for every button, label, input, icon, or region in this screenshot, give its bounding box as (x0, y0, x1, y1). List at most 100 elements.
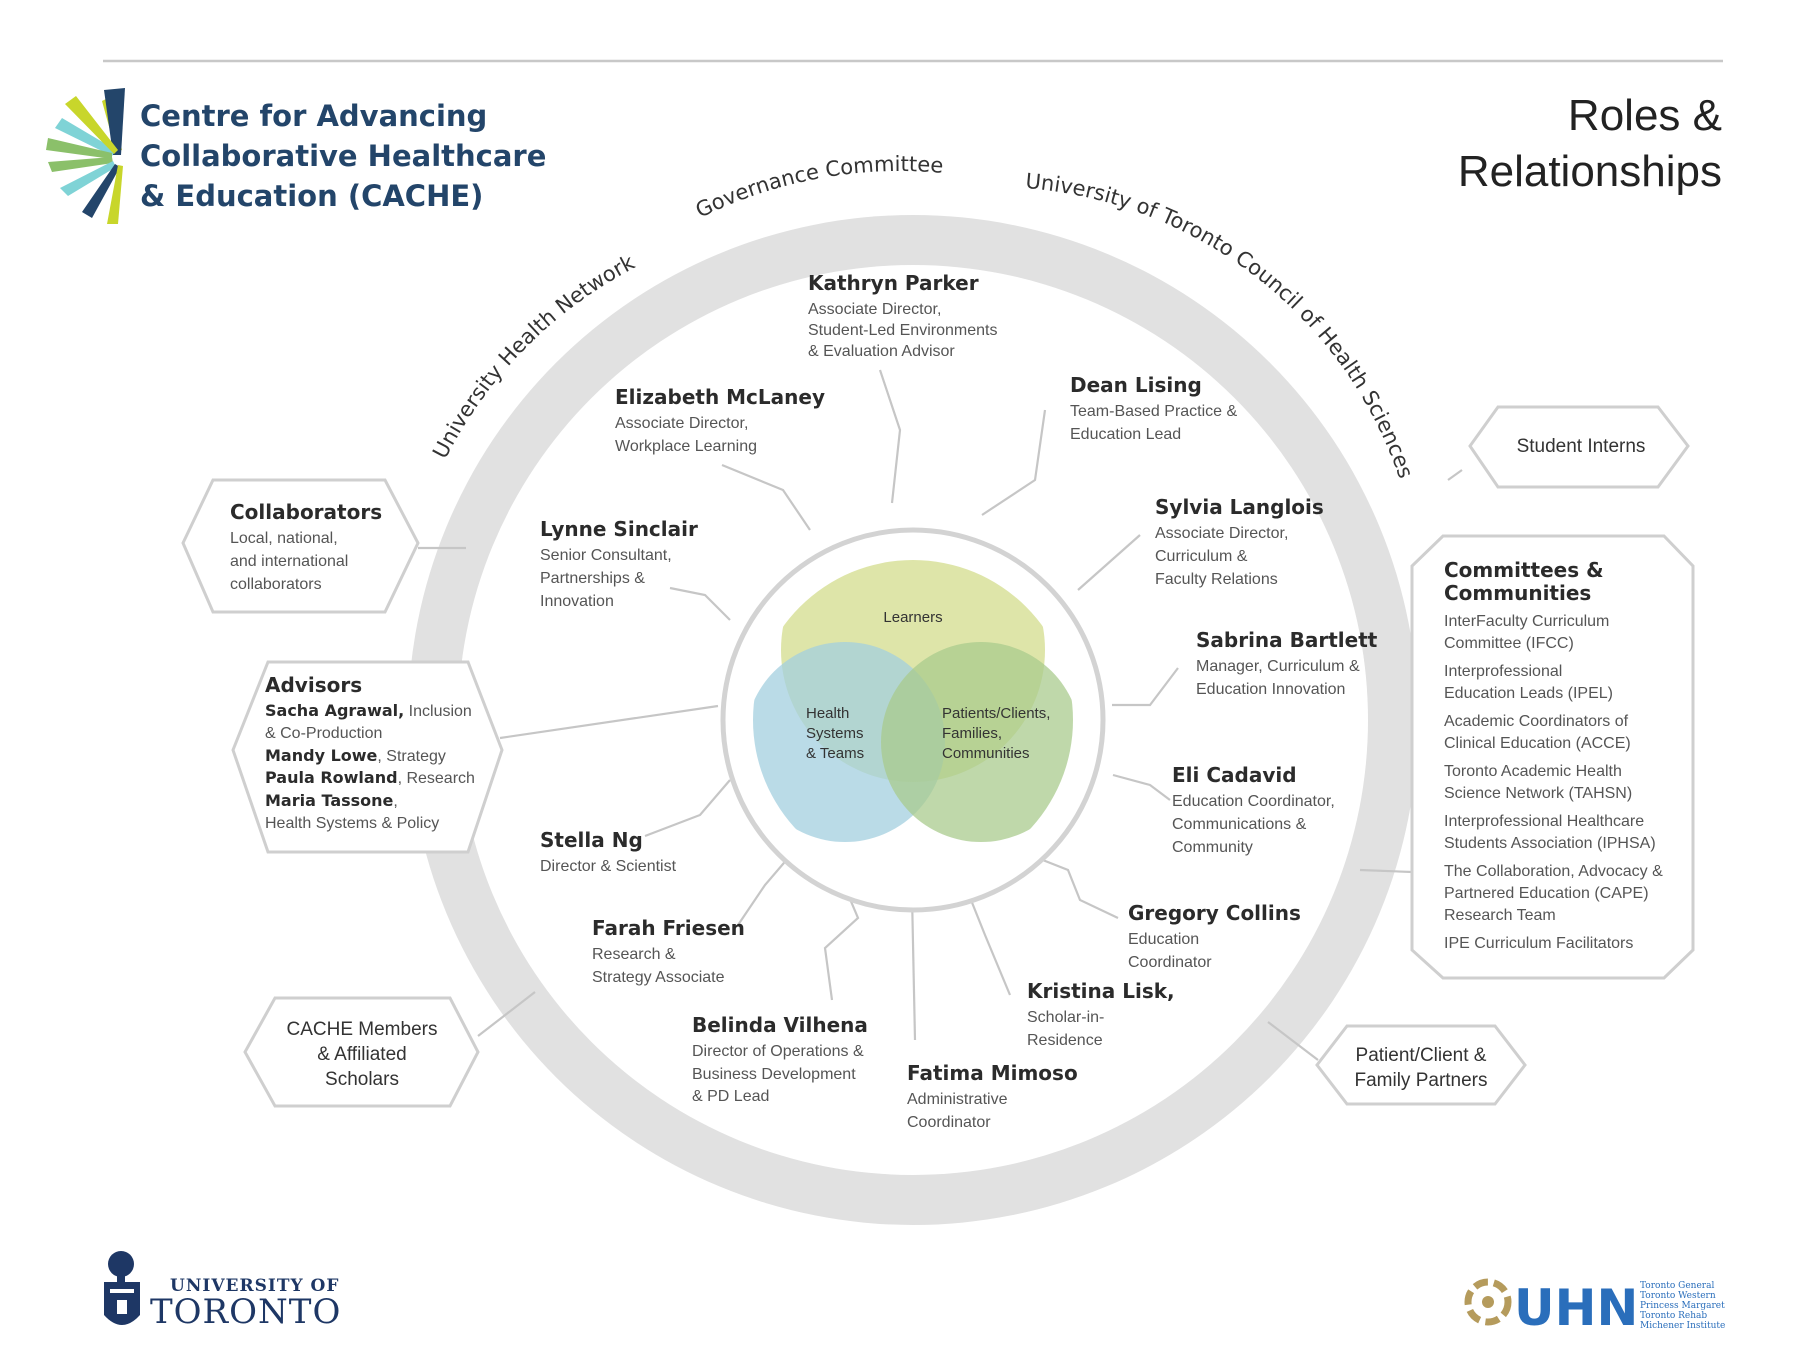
person-role-line: Director of Operations & (692, 1043, 864, 1060)
venn-label-learners: Learners (883, 609, 942, 626)
venn-label-patients-2: Families, (942, 725, 1002, 742)
person-role-line: & Evaluation Advisor (808, 343, 955, 360)
page-title-line-1: Roles & (1568, 91, 1722, 140)
person-role-line: Education Innovation (1196, 681, 1345, 698)
uoft-logo: UNIVERSITY OF TORONTO (104, 1251, 341, 1332)
person-role-line: Scholar-in- (1027, 1009, 1104, 1026)
person-role-line: Residence (1027, 1032, 1103, 1049)
brand-line-3: & Education (CACHE) (140, 179, 483, 213)
person-role-line: Coordinator (1128, 954, 1212, 971)
page-title-line-2: Relationships (1458, 147, 1722, 196)
uhn-site: Michener Institute (1640, 1321, 1725, 1331)
person-role-line: Business Development (692, 1066, 856, 1083)
venn-patients-circle (881, 642, 1073, 842)
committee-item-line: IPE Curriculum Facilitators (1444, 935, 1633, 952)
person-role-line: Research & (592, 946, 676, 963)
person-elizabeth-mclaney: Elizabeth McLaney Associate Director, Wo… (615, 385, 825, 455)
brand-line-2: Collaborative Healthcare (140, 139, 546, 173)
committee-item-line: Students Association (IPHSA) (1444, 835, 1656, 852)
committees-box: Committees & Communities InterFaculty Cu… (1410, 534, 1695, 980)
cache-members-box: CACHE Members & Affiliated Scholars (243, 996, 480, 1108)
venn-label-health-3: & Teams (806, 745, 864, 762)
committee-item-line: Committee (IFCC) (1444, 635, 1574, 652)
collaborators-box: Collaborators Local, national, and inter… (181, 478, 420, 614)
committee-item-line: Academic Coordinators of (1444, 713, 1629, 730)
cache-members-line: Scholars (325, 1069, 399, 1090)
committee-item-line: The Collaboration, Advocacy & (1444, 863, 1663, 880)
person-role-line: Manager, Curriculum & (1196, 658, 1360, 675)
person-kristina-lisk: Kristina Lisk, Scholar-in- Residence (1027, 979, 1175, 1049)
person-role-line: Education Lead (1070, 426, 1181, 443)
person-role-line: Administrative (907, 1091, 1008, 1108)
person-role-line: Education (1128, 931, 1199, 948)
person-dean-lising: Dean Lising Team-Based Practice & Educat… (1070, 373, 1238, 443)
person-role-line: Workplace Learning (615, 438, 757, 455)
uhn-site: Toronto Western (1640, 1291, 1716, 1301)
person-role-line: Strategy Associate (592, 969, 725, 986)
person-role-line: Student-Led Environments (808, 322, 997, 339)
committees-title-line: Committees & (1444, 558, 1604, 582)
venn-label-patients-3: Communities (942, 745, 1030, 762)
person-role-line: Curriculum & (1155, 548, 1248, 565)
person-name: Belinda Vilhena (692, 1013, 868, 1037)
committees-title-line: Communities (1444, 581, 1591, 605)
uhn-logo: UHN Toronto General Toronto Western Prin… (1464, 1278, 1725, 1337)
uoft-logo-line-1: UNIVERSITY OF (170, 1276, 339, 1296)
advisor-entry: Paula Rowland, Research (265, 768, 475, 787)
person-name: Farah Friesen (592, 916, 745, 940)
uhn-mark-icon (1464, 1278, 1512, 1326)
person-name: Sabrina Bartlett (1196, 628, 1378, 652)
person-eli-cadavid: Eli Cadavid Education Coordinator, Commu… (1172, 763, 1335, 856)
collaborators-title: Collaborators (230, 500, 382, 524)
venn-label-patients-1: Patients/Clients, (942, 705, 1050, 722)
committee-item-line: Education Leads (IPEL) (1444, 685, 1613, 702)
person-role-line: Partnerships & (540, 570, 645, 587)
student-interns-box: Student Interns (1468, 405, 1690, 489)
patient-partners-line: Patient/Client & (1356, 1045, 1487, 1066)
advisor-entry: & Co-Production (265, 725, 382, 742)
uoft-crest-icon (104, 1251, 140, 1325)
person-name: Eli Cadavid (1172, 763, 1297, 787)
cache-members-line: CACHE Members (287, 1019, 438, 1040)
person-role-line: Innovation (540, 593, 614, 610)
advisor-entry: Health Systems & Policy (265, 815, 439, 832)
person-name: Dean Lising (1070, 373, 1202, 397)
advisor-entry: Sacha Agrawal, Inclusion (265, 701, 472, 720)
person-farah-friesen: Farah Friesen Research & Strategy Associ… (592, 916, 745, 986)
person-kathryn-parker: Kathryn Parker Associate Director, Stude… (808, 271, 997, 360)
uoft-logo-line-2: TORONTO (150, 1292, 341, 1332)
collaborators-line: collaborators (230, 576, 322, 593)
advisors-title: Advisors (265, 673, 362, 697)
collaborators-line: Local, national, (230, 530, 338, 547)
ring-label-governance: Governance Committee (692, 152, 945, 223)
committee-item-line: Partnered Education (CAPE) (1444, 885, 1649, 902)
uhn-site: Princess Margaret (1640, 1301, 1725, 1311)
person-role-line: Associate Director, (808, 301, 941, 318)
person-name: Stella Ng (540, 828, 643, 852)
cache-members-line: & Affiliated (317, 1044, 406, 1065)
person-lynne-sinclair: Lynne Sinclair Senior Consultant, Partne… (540, 517, 698, 610)
uhn-site: Toronto Rehab (1640, 1311, 1707, 1321)
person-role-line: Coordinator (907, 1114, 991, 1131)
person-name: Lynne Sinclair (540, 517, 698, 541)
person-sabrina-bartlett: Sabrina Bartlett Manager, Curriculum & E… (1196, 628, 1378, 698)
person-role-line: Education Coordinator, (1172, 793, 1335, 810)
venn-label-health-2: Systems (806, 725, 864, 742)
student-interns-label: Student Interns (1517, 436, 1646, 457)
patient-partners-line: Family Partners (1354, 1070, 1487, 1091)
person-role-line: Associate Director, (1155, 525, 1288, 542)
person-name: Gregory Collins (1128, 901, 1301, 925)
person-role-line: Director & Scientist (540, 858, 677, 875)
person-role-line: Community (1172, 839, 1253, 856)
person-name: Sylvia Langlois (1155, 495, 1324, 519)
committee-item-line: Clinical Education (ACCE) (1444, 735, 1631, 752)
person-sylvia-langlois: Sylvia Langlois Associate Director, Curr… (1155, 495, 1324, 588)
person-name: Kathryn Parker (808, 271, 979, 295)
person-role-line: Team-Based Practice & (1070, 403, 1238, 420)
committee-item-line: Science Network (TAHSN) (1444, 785, 1632, 802)
advisors-box: Advisors Sacha Agrawal, Inclusion & Co-P… (231, 660, 504, 854)
advisor-entry: Maria Tassone, (265, 791, 398, 810)
venn-diagram (753, 560, 1073, 842)
uhn-wordmark: UHN (1514, 1279, 1638, 1337)
